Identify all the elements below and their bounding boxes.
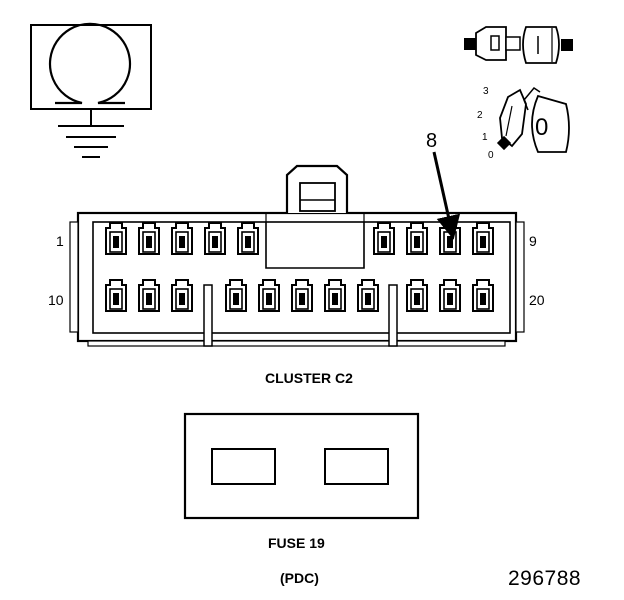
pin-cavity-2 [138,222,160,255]
connector-caption: CLUSTER C2 [265,370,353,386]
fuse-location: (PDC) [280,570,319,586]
ignition-position-2: 2 [477,110,483,121]
pin-cavity-6 [373,222,395,255]
pin-callout-label: 8 [426,130,438,152]
pin-cavity-10 [105,279,127,312]
ignition-key-icon [496,87,570,153]
pin-cavity-13 [225,279,247,312]
pin-cavity-12 [171,279,193,312]
connector-disconnect-icon [464,26,573,64]
ignition-position-0: 0 [488,150,494,161]
ignition-position-1: 1 [482,132,488,143]
pin-cavity-5 [237,222,259,255]
pin-label-20: 20 [529,292,545,308]
pin-cavity-3 [171,222,193,255]
pin-cavity-7 [406,222,428,255]
pin-cavity-9 [472,222,494,255]
pin-8-callout-arrow [432,151,461,240]
fuse-icon [183,412,420,520]
ohm-ground-icon [30,22,152,158]
pin-cavity-15 [291,279,313,312]
figure-id: 296788 [508,567,582,590]
pin-cavity-4 [204,222,226,255]
pin-cavity-1 [105,222,127,255]
pin-label-1: 1 [56,233,64,249]
pin-cavity-18 [406,279,428,312]
pin-label-9: 9 [529,233,537,249]
cluster-c2-connector [69,164,525,347]
pin-cavity-16 [324,279,346,312]
pin-cavity-20 [472,279,494,312]
pin-cavity-14 [258,279,280,312]
ignition-key-label: 0 [535,114,549,141]
pin-cavity-19 [439,279,461,312]
pin-cavity-17 [357,279,379,312]
pin-cavity-11 [138,279,160,312]
ignition-position-3: 3 [483,86,489,97]
pin-label-10: 10 [48,292,64,308]
fuse-caption: FUSE 19 [268,535,325,551]
